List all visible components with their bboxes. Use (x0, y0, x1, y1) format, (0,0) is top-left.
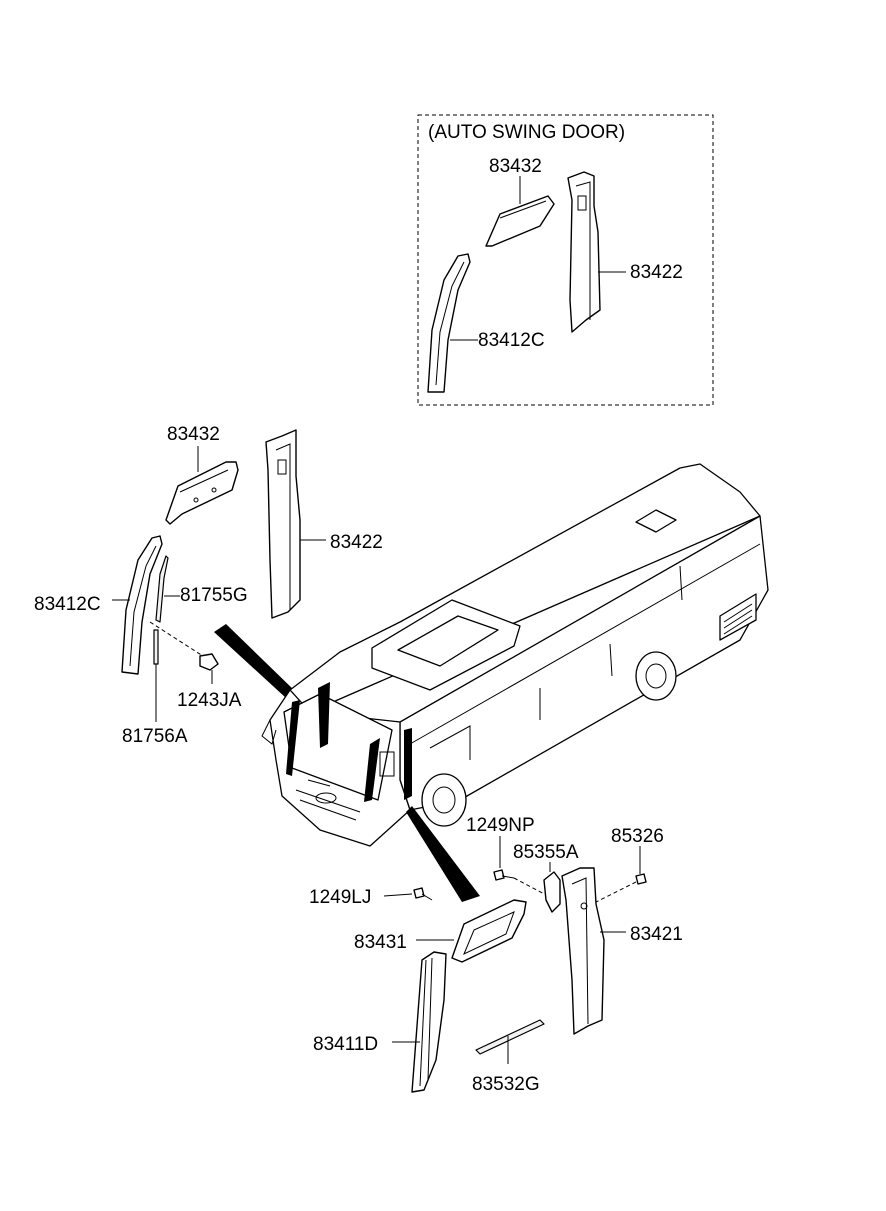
label-85326: 85326 (611, 826, 664, 847)
inset-border (417, 114, 714, 406)
part-83532G[interactable] (475, 1019, 545, 1055)
label-85355A: 85355A (513, 842, 579, 863)
label-1249NP: 1249NP (466, 815, 535, 836)
label-83431: 83431 (354, 932, 407, 953)
bus-illustration (261, 463, 769, 847)
part-83421[interactable] (561, 867, 605, 1035)
inset-label-83432: 83432 (489, 156, 542, 177)
part-83411D[interactable] (411, 951, 447, 1093)
label-83411D: 83411D (313, 1034, 378, 1055)
inset-part-83422[interactable] (567, 171, 601, 333)
label-83432: 83432 (167, 424, 220, 445)
part-81755G[interactable] (155, 555, 169, 623)
part-83432[interactable] (165, 461, 239, 525)
label-1243JA: 1243JA (177, 690, 242, 711)
arrow-front-pillar (214, 624, 296, 698)
part-1249LJ[interactable] (413, 887, 425, 899)
lower-parts: 1249NP 85355A 85326 83421 1249LJ 83431 8… (309, 806, 683, 1095)
bus-rear-wheel (635, 651, 677, 701)
inset-part-83432[interactable] (485, 195, 555, 247)
arrow-door-pillar (406, 806, 480, 902)
label-81756A: 81756A (122, 726, 188, 747)
part-83422[interactable] (265, 429, 301, 619)
part-1243JA[interactable] (199, 653, 219, 671)
label-83422: 83422 (330, 532, 383, 553)
inset-label-83422: 83422 (630, 262, 683, 283)
bus-front-wheel (421, 773, 467, 827)
inset-part-83412C[interactable] (427, 253, 471, 393)
label-1249LJ: 1249LJ (309, 887, 371, 908)
upper-left-parts: 83432 83422 83412C 81755G 81756A 1243JA (34, 424, 383, 747)
part-85326[interactable] (635, 873, 647, 885)
inset-auto-swing-door: (AUTO SWING DOOR) 83432 83422 83412C (417, 114, 714, 406)
label-83412C: 83412C (34, 594, 101, 615)
inset-label-83412C: 83412C (478, 330, 545, 351)
part-1249NP[interactable] (493, 869, 505, 881)
label-83421: 83421 (630, 924, 683, 945)
label-81755G: 81755G (180, 585, 248, 606)
part-81756A[interactable] (153, 629, 159, 665)
label-83532G: 83532G (472, 1074, 540, 1095)
inset-title: (AUTO SWING DOOR) (428, 122, 625, 143)
part-85355A[interactable] (543, 871, 561, 913)
part-83431[interactable] (451, 899, 527, 963)
